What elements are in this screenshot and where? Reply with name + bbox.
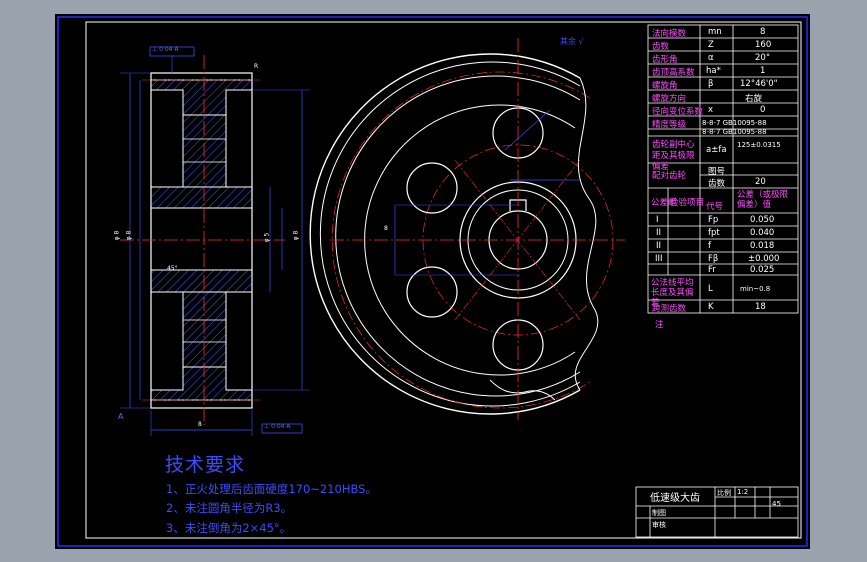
param-val-7: 8-8-7 GB10095-88 — [702, 119, 767, 127]
tech-req-line-3: 3、未注倒角为2×45°。 — [166, 521, 292, 535]
param-sym-3: ha* — [706, 66, 721, 76]
check-label: 检验项目 — [670, 198, 705, 208]
mate-val: 20 — [755, 177, 766, 187]
mate-sub1: 图号 — [708, 167, 726, 177]
param-sym-4: β — [708, 79, 714, 89]
tol-frame-top: ⊥ 0.04 A — [152, 46, 179, 53]
grp-sym-1: fpt — [708, 228, 720, 238]
param-sym-6: x — [708, 105, 714, 115]
param-sym-2: α — [708, 53, 714, 63]
part-name: 低速级大齿 — [650, 493, 700, 504]
width-dim: 8 — [198, 421, 202, 428]
param-sym-0: mn — [708, 27, 722, 37]
dia-hub-dim: φ 5 — [263, 232, 271, 243]
scale-value: 1:2 — [737, 488, 749, 496]
dia-root-dim: φ 8 — [125, 230, 133, 241]
grp-sym-4: Fr — [708, 265, 716, 275]
grp-val-1: 0.040 — [750, 228, 775, 238]
mate-name: 配对齿轮 — [652, 171, 687, 181]
datum-a: A — [118, 412, 124, 421]
tol-frame-bottom: ⊥ 0.04 A — [264, 423, 291, 430]
section-view — [120, 46, 310, 436]
param-name-5: 螺旋方向 — [652, 94, 687, 104]
param-val-5: 右旋 — [745, 94, 763, 104]
param-val-9: 125±0.0315 — [737, 141, 781, 149]
param-name-6: 径向变位系数 — [652, 107, 704, 117]
grp-3: III — [655, 254, 663, 264]
grp-val-3: ±0.000 — [748, 254, 780, 264]
title-block-grid — [635, 486, 799, 538]
roughness-note: 其余 √ — [560, 37, 584, 46]
tech-req-line-2: 2、未注圆角半径为R3。 — [166, 501, 293, 515]
param-name-3: 齿顶高系数 — [652, 68, 695, 78]
extra-val-1: 18 — [755, 302, 766, 312]
keyway-dim: 8 — [384, 225, 388, 232]
param-val-6: 0 — [760, 105, 766, 115]
grp-val-2: 0.018 — [750, 241, 775, 251]
extra-name-0: 公法线平均长度及其偏差 — [651, 278, 694, 308]
param-val-1: 160 — [755, 40, 772, 50]
dia-bore-dim: φ 8 — [292, 230, 300, 241]
grp-sym-0: Fp — [708, 215, 719, 225]
param-val-0: 8 — [760, 27, 766, 37]
grp-2: II — [656, 241, 662, 251]
grp-val-0: 0.050 — [750, 215, 775, 225]
param-name-7: 精度等级 — [652, 120, 687, 130]
title-small-1: 45 — [772, 500, 781, 508]
inner-border — [85, 21, 802, 539]
front-view — [309, 38, 625, 420]
param-table-grid — [647, 24, 799, 314]
grp-sym-2: f — [708, 241, 711, 251]
param-val-8: 8-8-7 GB10095-88 — [702, 128, 767, 136]
chamfer-dim: 45° — [167, 265, 178, 272]
tol-label: 公差（或极限偏差）值 — [737, 190, 789, 210]
param-val-2: 20° — [755, 53, 771, 63]
extra-val-0: min~0.8 — [740, 285, 771, 293]
grp-val-4: 0.025 — [750, 265, 775, 275]
param-name-2: 齿形角 — [652, 55, 678, 65]
param-sym-1: Z — [708, 40, 714, 50]
param-name-1: 齿数 — [652, 42, 670, 52]
extra-name-1: 跨测齿数 — [652, 304, 687, 314]
param-val-4: 12°46'0" — [740, 79, 778, 89]
tech-req-title: 技术要求 — [165, 454, 246, 476]
title-cell-drawn: 制图 — [652, 509, 666, 517]
extra-sym-1: K — [708, 302, 714, 312]
grp-sym-3: Fβ — [708, 254, 719, 264]
param-sym-9: a±fa — [706, 145, 727, 155]
group-label: 公差组 — [651, 198, 677, 208]
corner-mark: R — [254, 63, 259, 70]
param-name-9: 齿轮副中心距及其极限偏差 — [652, 140, 695, 172]
dia-outer-dim: φ 8 — [113, 230, 121, 241]
param-val-3: 1 — [760, 66, 766, 76]
extra-sym-0: L — [708, 284, 713, 294]
param-name-4: 螺旋角 — [652, 81, 678, 91]
scale-label: 比例 — [717, 489, 731, 497]
grp-1: II — [656, 228, 662, 238]
title-cell-review: 审核 — [652, 521, 666, 529]
code-label: 代号 — [706, 202, 724, 212]
table-footer: 注 — [655, 320, 664, 330]
grp-0: I — [656, 215, 659, 225]
param-name-0: 法向模数 — [652, 29, 687, 39]
tech-req-line-1: 1、正火处理后齿面硬度170~210HBS。 — [166, 482, 377, 496]
mate-sub2: 齿数 — [708, 179, 726, 189]
outer-frame — [57, 16, 808, 547]
